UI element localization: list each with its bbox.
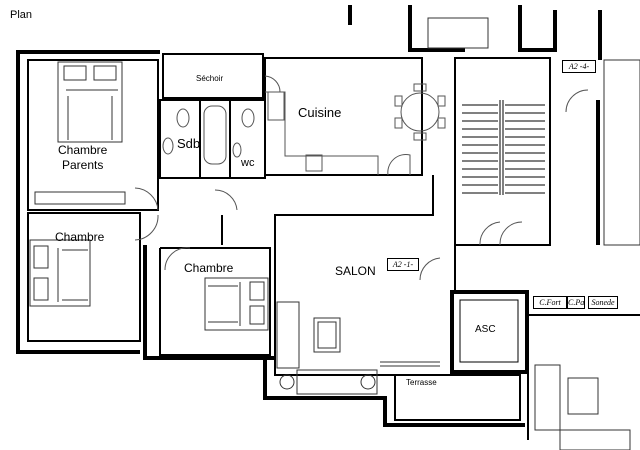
plan-title: Plan: [10, 9, 33, 21]
room-label-cuisine: Cuisine: [298, 105, 342, 120]
room-label-terrasse: Terrasse: [406, 378, 437, 387]
wardrobe: [34, 191, 126, 205]
neighbor-furniture: [427, 17, 640, 450]
elevator-shaft: [450, 290, 529, 374]
room-label-asc: ASC: [475, 324, 496, 335]
room-label-chambre-1: Chambre: [55, 230, 105, 244]
salon-furniture: [276, 301, 440, 395]
room-label-chambre-parents: Chambre Parents: [58, 143, 108, 172]
room-label-sechoir: Séchoir: [196, 74, 224, 83]
bed-chambre-2: [204, 277, 269, 331]
bed-chambre-1: [29, 239, 91, 307]
bathroom-fixtures: [162, 105, 255, 165]
kitchen-fixtures: [267, 83, 446, 175]
apartment-tag-4: A2 -4-: [562, 60, 596, 73]
staircase: [462, 100, 545, 195]
tag-c-fort: C.Fort: [533, 296, 567, 309]
apartment-tag-1: A2 -1-: [387, 258, 419, 271]
tag-c-pal: C.Pal: [567, 296, 585, 309]
interior-walls: [27, 53, 640, 440]
room-label-chambre-2: Chambre: [184, 261, 234, 275]
exterior-walls: [16, 5, 602, 427]
tag-sonede: Sonede: [588, 296, 618, 309]
bed-parents: [57, 61, 123, 143]
room-label-salon: SALON: [335, 264, 376, 278]
room-label-wc: wc: [241, 157, 255, 169]
room-label-sdb: Sdb: [177, 136, 201, 151]
